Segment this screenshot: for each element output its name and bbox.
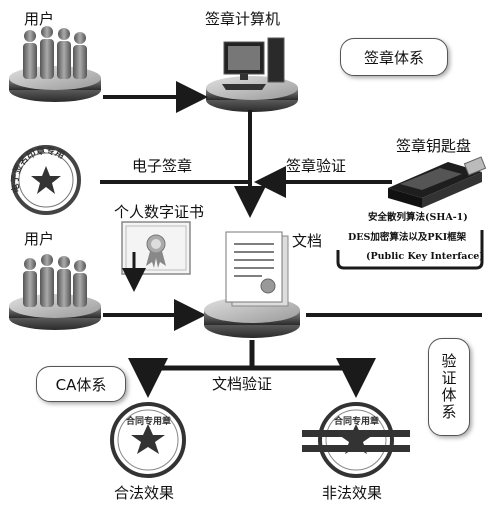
legal-seal-icon (110, 402, 186, 478)
verify-system-bubble: 验证体系 (428, 338, 470, 436)
personal-cert-label: 个人数字证书 (114, 203, 205, 221)
key-text-line2: DES加密算法以及PKI框架 (348, 232, 467, 243)
user-top-label: 用户 (24, 10, 55, 28)
sign-computer-label: 签章计算机 (205, 10, 281, 28)
key-text-line3: (Public Key Interface) (366, 251, 484, 262)
user-group-mid-icon (9, 254, 101, 330)
sign-system-bubble: 签章体系 (340, 38, 448, 76)
arrow-to-legal (128, 358, 252, 398)
usb-key-icon (388, 156, 487, 208)
electronic-signature-label: 电子签章 (132, 157, 193, 175)
document-icon (204, 231, 300, 338)
document-label: 文档 (292, 232, 323, 250)
arrow-to-illegal (252, 358, 376, 398)
key-text-bracket (336, 230, 484, 270)
ca-system-bubble: CA体系 (36, 366, 126, 402)
signature-verify-label: 签章验证 (286, 157, 347, 175)
ca-system-label: CA体系 (55, 375, 107, 394)
user-mid-label: 用户 (24, 230, 55, 248)
legal-seal-text: 合同专用章 (126, 417, 172, 427)
sign-key-disk-label: 签章钥匙盘 (396, 137, 472, 155)
illegal-seal-text: 合同专用章 (334, 417, 380, 427)
sign-system-label: 签章体系 (363, 48, 424, 67)
key-text-line1: 安全散列算法(SHA-1) (368, 212, 468, 223)
sign-computer-icon (206, 37, 298, 112)
certificate-icon (121, 221, 191, 275)
electronic-seal-icon (11, 145, 81, 215)
user-group-top-icon (9, 26, 101, 102)
verify-system-label: 验证体系 (439, 353, 458, 421)
illegal-effect-label: 非法效果 (322, 484, 383, 502)
legal-effect-label: 合法效果 (114, 484, 175, 502)
illegal-seal-icon (302, 402, 410, 478)
doc-verify-label: 文档验证 (212, 375, 273, 393)
